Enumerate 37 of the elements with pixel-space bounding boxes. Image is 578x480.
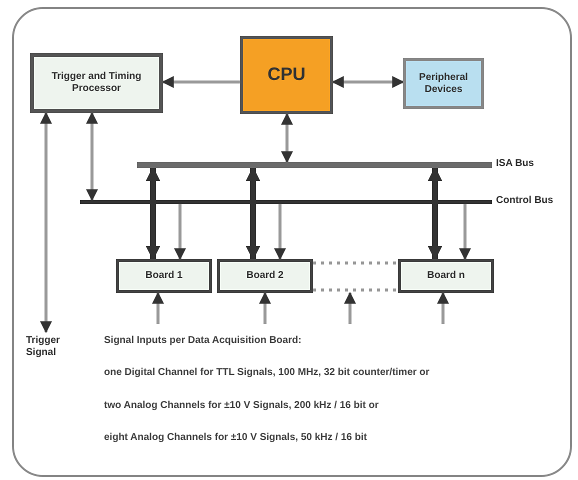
arrow — [437, 292, 449, 324]
arrow — [332, 76, 404, 88]
process-box — [30, 53, 163, 113]
spec-text: one Digital Channel for TTL Signals, 100 MHz, 32 bit counter/timer or — [104, 367, 430, 378]
spec-text: two Analog Channels for ±10 V Signals, 200 kHz / 16 bit or — [104, 400, 379, 411]
arrow — [86, 112, 98, 202]
process-box — [217, 259, 313, 293]
arrow — [459, 204, 471, 260]
bus-label: ISA Bus — [496, 158, 534, 169]
arrow — [246, 166, 260, 260]
arrow — [274, 204, 286, 260]
arrow — [428, 166, 442, 260]
box-label: Board n — [427, 270, 465, 282]
arrow — [174, 204, 186, 260]
arrow — [152, 292, 164, 324]
arrow — [146, 166, 160, 260]
dotted-line — [313, 262, 398, 264]
process-box — [398, 259, 494, 293]
heading-text: Signal Inputs per Data Acquisition Board: — [104, 335, 302, 346]
bus-bar — [80, 200, 492, 204]
arrow — [281, 112, 293, 164]
box-label: Board 1 — [145, 270, 183, 282]
box-label: Board 2 — [246, 270, 284, 282]
spec-text: eight Analog Channels for ±10 V Signals, 50 kHz / 16 bit — [104, 432, 367, 443]
box-label: Peripheral Devices — [418, 72, 469, 96]
process-box — [116, 259, 212, 293]
box-label: CPU — [267, 64, 306, 86]
arrow — [40, 112, 52, 334]
bus-bar — [137, 162, 492, 168]
box-label: Trigger and Timing Processor — [50, 71, 142, 95]
process-box — [403, 58, 484, 109]
bus-label: Control Bus — [496, 195, 554, 206]
arrow — [162, 76, 240, 88]
arrow — [259, 292, 271, 324]
dotted-line — [313, 288, 398, 292]
signal-label: Trigger Signal — [26, 332, 78, 362]
process-box — [240, 36, 333, 114]
